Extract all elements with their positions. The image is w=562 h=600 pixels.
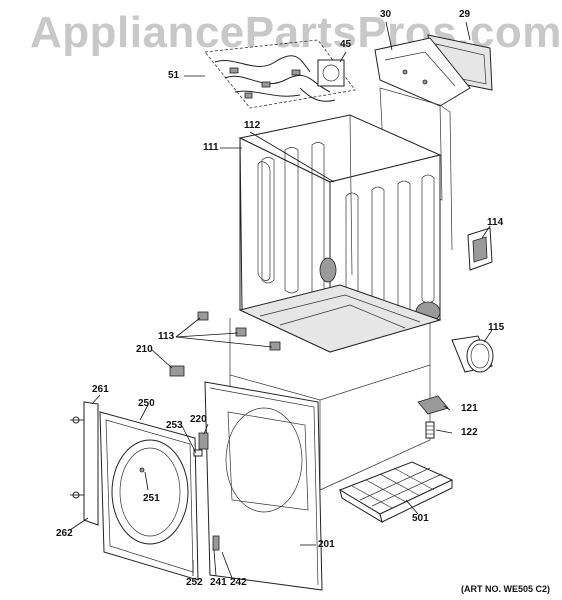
label-part-29: 29 — [459, 9, 471, 20]
access-plate-part-114 — [467, 227, 493, 271]
label-part-262: 262 — [56, 528, 73, 539]
label-part-115: 115 — [488, 322, 505, 333]
door-part-250 — [99, 411, 199, 581]
latch-part-210 — [169, 365, 185, 377]
label-part-250: 250 — [138, 398, 155, 409]
label-part-501: 501 — [412, 513, 429, 524]
leg-part-122 — [425, 421, 435, 439]
front-panel-part-201 — [204, 381, 323, 591]
label-part-45: 45 — [340, 39, 352, 50]
label-part-30: 30 — [380, 9, 392, 20]
hinge-part-220 — [193, 432, 209, 457]
label-part-261: 261 — [92, 384, 109, 395]
label-part-251: 251 — [143, 493, 160, 504]
label-part-111: 111 — [203, 142, 219, 153]
cabinet-part-111 — [238, 114, 442, 353]
label-part-220: 220 — [190, 414, 207, 425]
art-number: (ART NO. WE505 C2) — [460, 584, 550, 594]
label-part-112: 112 — [244, 120, 261, 131]
label-part-241: 241 — [210, 577, 227, 588]
label-part-113: 113 — [158, 331, 175, 342]
bracket-part-113 — [197, 311, 281, 351]
label-part-51: 51 — [168, 70, 180, 81]
label-part-210: 210 — [136, 344, 153, 355]
label-part-114: 114 — [487, 217, 504, 228]
side-strip-part-261 — [70, 401, 99, 526]
leader-lines — [69, 21, 493, 579]
label-part-121: 121 — [461, 403, 478, 414]
label-part-253: 253 — [166, 420, 183, 431]
label-part-252: 252 — [186, 577, 203, 588]
foot-part-121 — [417, 395, 449, 415]
label-part-242: 242 — [230, 577, 247, 588]
label-part-201: 201 — [318, 539, 335, 550]
label-part-122: 122 — [461, 427, 478, 438]
exhaust-duct-part-115 — [451, 335, 494, 373]
timer-part-45 — [299, 59, 345, 102]
drying-rack-part-501 — [338, 461, 454, 524]
wire-harness-part-51 — [204, 39, 356, 109]
top-cover-part-30 — [374, 37, 471, 107]
